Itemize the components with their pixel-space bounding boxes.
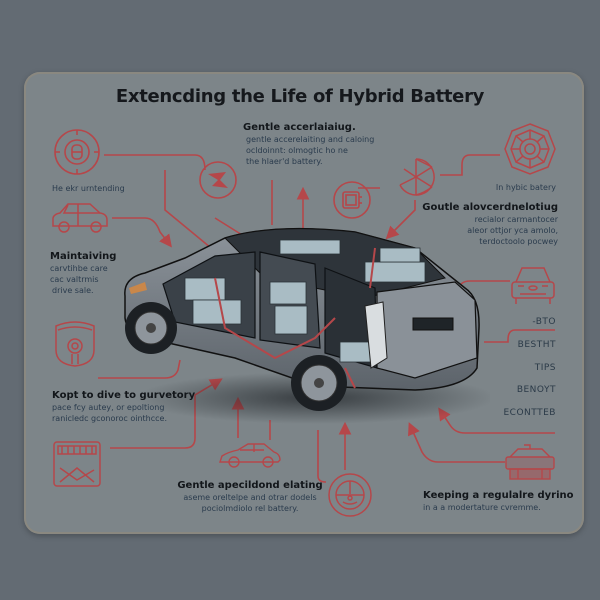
car-front-icon bbox=[508, 264, 558, 310]
right-label-tips: TIPS bbox=[534, 363, 556, 373]
callout-body-line: ocldoinnt: olmogtic ho ne bbox=[246, 146, 348, 155]
callout-body-line: aseme oreltelpe and otrar dodels bbox=[183, 493, 317, 502]
caption-text: In hybic batery bbox=[495, 183, 556, 192]
bottom-right-callout: Keeping a regulalre dyrino in a a modert… bbox=[423, 489, 593, 513]
callout-body-line: ranicledc gconoroc ointhcce. bbox=[52, 414, 167, 423]
callout-heading: Kopt to dive to gurvetory bbox=[52, 390, 196, 401]
sports-car-icon bbox=[218, 440, 282, 474]
callout-heading: Goutle alovcerdnelotiug bbox=[422, 202, 558, 213]
octagon-gauge-icon bbox=[503, 122, 557, 180]
callout-heading: Gentle accerlaiaiug. bbox=[243, 122, 356, 133]
page-title: Extencding the Life of Hybrid Battery bbox=[115, 86, 485, 107]
callout-body-line: cac valtrmis bbox=[50, 275, 99, 284]
right-top-caption: In hybic batery bbox=[470, 182, 556, 193]
left-top-caption: He ekr urntending bbox=[52, 183, 125, 194]
battery-shield-icon bbox=[52, 318, 98, 372]
callout-body-line: pace fcy autey, or epoltiong bbox=[52, 403, 165, 412]
speedometer-icon bbox=[327, 472, 373, 522]
callout-body-line: carvtihbe care bbox=[50, 264, 108, 273]
callout-heading: Maintaiving bbox=[50, 251, 117, 262]
right-label-bto: -BTO bbox=[532, 317, 556, 327]
car-rear-icon bbox=[504, 443, 556, 487]
callout-body-line: the hlaer'd battery. bbox=[246, 157, 323, 166]
battery-module-icon bbox=[332, 180, 372, 224]
left-bottom-callout: Kopt to dive to gurvetory pace fcy autey… bbox=[52, 389, 212, 424]
callout-body-line: terdoctoolo pocwey bbox=[479, 237, 558, 246]
plug-lightning-icon bbox=[198, 160, 238, 204]
car-side-icon bbox=[50, 200, 110, 240]
callout-body-line: in a a modertature cvremme. bbox=[423, 503, 541, 512]
right-label-besthit: BESTHT bbox=[517, 340, 556, 350]
callout-heading: Gentle apecildond elating bbox=[177, 480, 323, 491]
callout-body-line: aleor ottjor yca amolo, bbox=[467, 226, 558, 235]
callout-body-line: pociolmdiolo rel battery. bbox=[201, 504, 299, 513]
callout-body-line: gentle accerelaiting and caloing bbox=[246, 135, 375, 144]
charger-box-icon bbox=[52, 440, 102, 492]
callout-heading: Keeping a regulalre dyrino bbox=[423, 490, 574, 501]
bottom-center-callout: Gentle apecildond elating aseme oreltelp… bbox=[150, 479, 350, 514]
callout-body-line: recialor carmantocer bbox=[474, 215, 558, 224]
right-middle-callout: Goutle alovcerdnelotiug recialor carmant… bbox=[420, 201, 558, 247]
left-maintaining-callout: Maintaiving carvtihbe care cac valtrmis … bbox=[50, 250, 150, 296]
right-label-econtteb: ECONTTEB bbox=[503, 408, 556, 418]
gauge-dial-icon bbox=[52, 127, 102, 181]
right-label-benoyt: BENOYT bbox=[516, 385, 556, 395]
hybrid-car-cutaway-illustration bbox=[115, 218, 495, 432]
caption-text: He ekr urntending bbox=[52, 184, 125, 193]
top-center-callout: Gentle accerlaiaiug. gentle accerelaitin… bbox=[243, 121, 423, 167]
callout-body-line: drive sale. bbox=[52, 286, 94, 295]
fan-icon bbox=[394, 155, 438, 203]
